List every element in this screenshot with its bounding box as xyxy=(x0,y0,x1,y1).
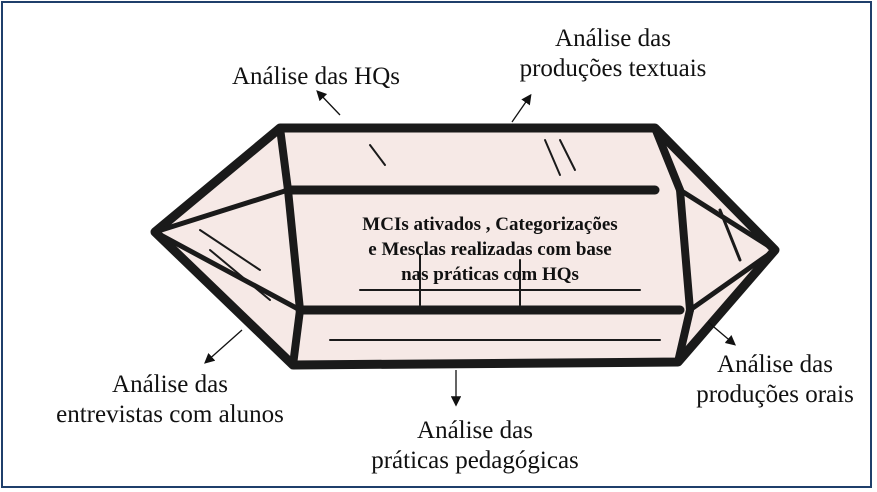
center-line-3: nas práticas com HQs xyxy=(401,264,579,285)
label-orais-line-2: produções orais xyxy=(696,381,854,408)
center-text-block: MCIs ativados , Categorizações e Mesclas… xyxy=(300,212,680,287)
label-praticas-line-1: Análise das xyxy=(417,417,533,444)
arrow-orais xyxy=(707,321,736,346)
label-orais-line-1: Análise das xyxy=(717,351,833,378)
label-producoes-orais: Análise das produções orais xyxy=(680,350,870,410)
label-producoes-textuais: Análise das produções textuais xyxy=(488,24,738,84)
arrow-textuais xyxy=(511,93,532,123)
label-praticas-pedagogicas: Análise das práticas pedagógicas xyxy=(355,416,595,476)
label-textuais-line-1: Análise das xyxy=(555,25,671,52)
label-praticas-line-2: práticas pedagógicas xyxy=(371,447,579,474)
label-hqs-text: Análise das HQs xyxy=(231,63,401,90)
arrow-entrevistas xyxy=(204,329,243,364)
arrow-hqs xyxy=(316,90,341,116)
label-entrevistas: Análise das entrevistas com alunos xyxy=(30,370,310,430)
label-analise-hqs: Análise das HQs xyxy=(216,62,416,92)
label-entrevistas-line-1: Análise das xyxy=(112,371,228,398)
label-entrevistas-line-2: entrevistas com alunos xyxy=(56,401,284,428)
label-textuais-line-2: produções textuais xyxy=(519,55,707,82)
center-line-1: MCIs ativados , Categorizações xyxy=(362,214,618,235)
center-line-2: e Mesclas realizadas com base xyxy=(368,239,612,260)
